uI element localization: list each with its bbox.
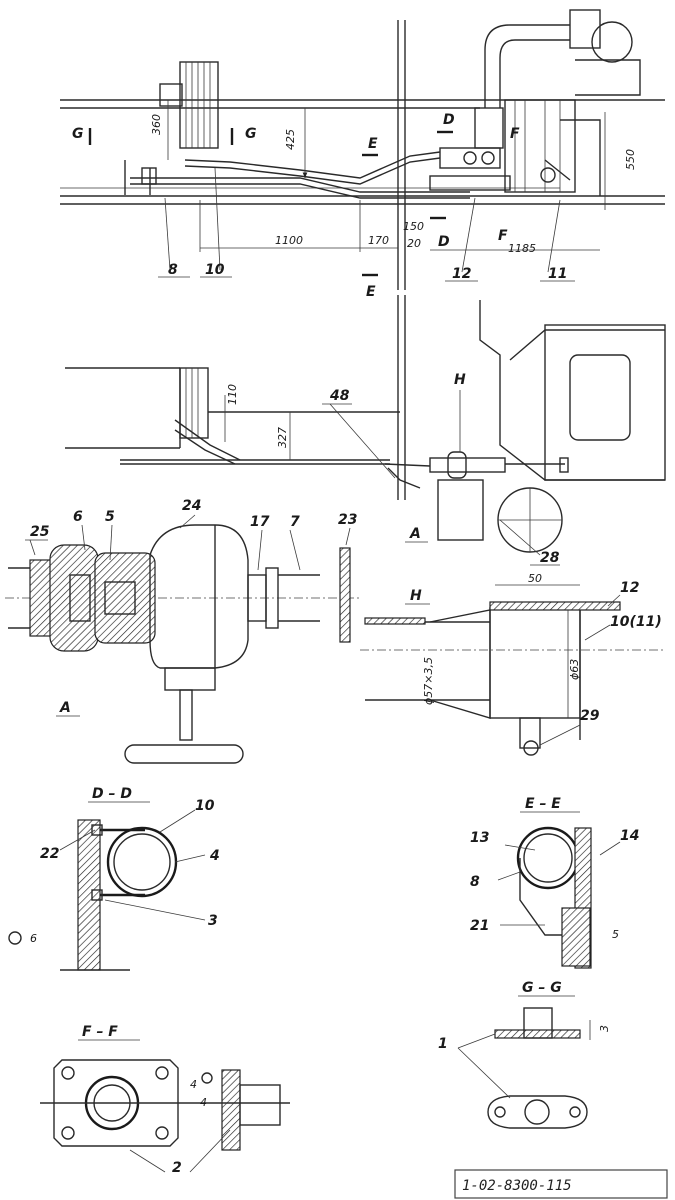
section-mark-d-bottom: D — [438, 234, 450, 250]
section-mark-g-right: G — [245, 126, 257, 142]
weld-mark-ff-1: 4 — [190, 1078, 197, 1091]
detail-a-title: A — [59, 700, 71, 716]
section-ee: E – E 13 14 8 21 5 — [470, 796, 639, 969]
callout-8: 8 — [168, 262, 178, 278]
detail-mark-a: A — [409, 526, 421, 542]
callout-7: 7 — [290, 514, 300, 530]
callout-10-dd: 10 — [195, 798, 215, 814]
callout-12: 12 — [452, 266, 471, 282]
dim-3: 3 — [598, 1025, 611, 1032]
section-gg-title: G – G — [522, 980, 562, 996]
callout-10-11: 10(11) — [610, 614, 662, 630]
detail-a: 25 6 5 24 17 7 23 A — [5, 498, 360, 764]
dim-d63: ϕ63 — [568, 659, 581, 680]
dim-150: 150 — [403, 220, 424, 233]
dim-110: 110 — [226, 384, 239, 405]
callout-28: 28 — [540, 550, 560, 566]
side-view: 110 327 48 H A 28 — [65, 295, 666, 566]
weld-mark-ff-2: 4 — [200, 1096, 207, 1109]
callout-23: 23 — [338, 512, 357, 528]
section-mark-f-top: F — [510, 126, 520, 142]
detail-mark-h: H — [454, 372, 466, 388]
drawing-number: 1-02-8300-115 — [462, 1178, 572, 1194]
callout-14: 14 — [620, 828, 639, 844]
section-gg: G – G 3 1 — [438, 980, 611, 1129]
dim-550: 550 — [624, 149, 637, 170]
section-ff: F – F 4 4 2 — [40, 1024, 290, 1176]
callout-3-dd: 3 — [208, 913, 218, 929]
callout-17: 17 — [250, 514, 270, 530]
dim-20: 20 — [407, 237, 421, 250]
section-ff-title: F – F — [82, 1024, 118, 1040]
section-dd: D – D 10 22 4 3 6 — [8, 786, 220, 971]
dim-327: 327 — [276, 427, 289, 448]
section-mark-e-bottom: E — [366, 284, 376, 300]
dim-170: 170 — [368, 234, 389, 247]
callout-1: 1 — [438, 1036, 448, 1052]
dim-360: 360 — [150, 114, 163, 135]
dim-d57: ϕ57×3,5 — [422, 657, 435, 705]
top-view: 425 360 1100 170 150 20 1185 550 G G E E… — [60, 9, 665, 300]
section-mark-f-bottom: F — [498, 228, 508, 244]
callout-11: 11 — [548, 266, 567, 282]
callout-5: 5 — [105, 509, 115, 525]
drawing-number-stamp: 1-02-8300-115 — [454, 1169, 668, 1199]
dim-1100: 1100 — [275, 234, 303, 247]
section-mark-d-top: D — [443, 112, 455, 128]
callout-12-h: 12 — [620, 580, 639, 596]
callout-8-ee: 8 — [470, 874, 480, 890]
callout-24: 24 — [182, 498, 201, 514]
callout-48: 48 — [329, 388, 350, 404]
dim-1185: 1185 — [508, 242, 536, 255]
callout-29: 29 — [580, 708, 600, 724]
dim-50: 50 — [528, 572, 542, 585]
detail-h: 50 ϕ57×3,5 ϕ63 12 10(11) 29 H — [360, 572, 665, 756]
callout-21: 21 — [470, 918, 489, 934]
weld-mark-dd: 6 — [30, 932, 37, 945]
dim-425: 425 — [284, 129, 297, 150]
callout-2: 2 — [172, 1160, 182, 1176]
callout-22: 22 — [40, 846, 59, 862]
weld-mark-ee: 5 — [612, 928, 619, 941]
section-mark-e-top: E — [368, 136, 378, 152]
section-ee-title: E – E — [525, 796, 561, 812]
detail-h-title: H — [410, 588, 422, 604]
callout-25: 25 — [30, 524, 50, 540]
section-mark-g-left: G — [72, 126, 84, 142]
callout-13: 13 — [470, 830, 489, 846]
section-dd-title: D – D — [92, 786, 132, 802]
callout-10: 10 — [205, 262, 225, 278]
callout-4-dd: 4 — [209, 848, 220, 864]
callout-6: 6 — [73, 509, 83, 525]
